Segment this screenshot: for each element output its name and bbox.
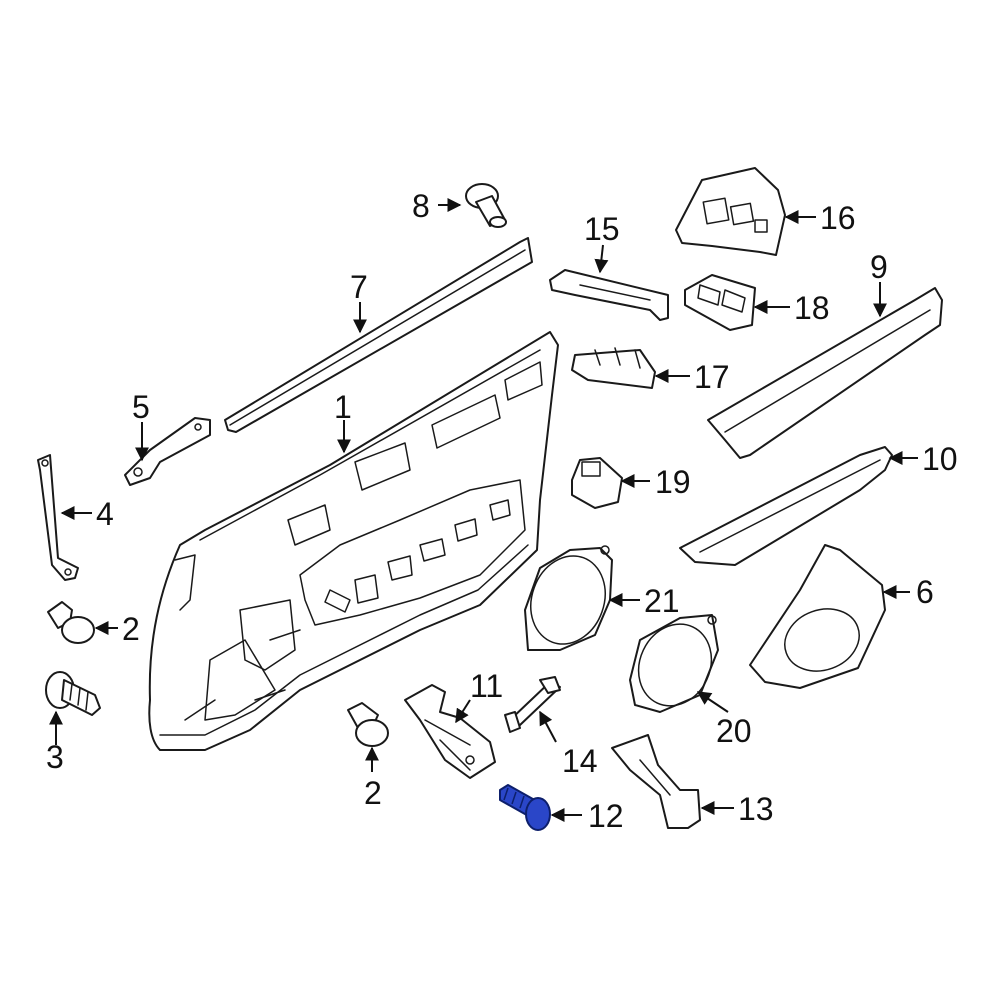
part-10-armrest-garnish[interactable] [679, 446, 893, 566]
callout-12: 12 [588, 798, 624, 834]
callout-11: 11 [470, 668, 503, 704]
callout-18: 18 [794, 290, 830, 326]
callout-16: 16 [820, 200, 856, 236]
part-18-switch[interactable] [684, 274, 756, 331]
callout-3: 3 [46, 739, 64, 775]
part-4-rod[interactable] [37, 454, 79, 581]
part-15-switch-bezel[interactable] [549, 269, 669, 321]
part-16-switch-panel[interactable] [675, 167, 786, 256]
part-13-bracket[interactable] [611, 734, 701, 829]
part-19-switch[interactable] [571, 457, 623, 509]
leader-14 [539, 710, 557, 743]
part-17-switch[interactable] [571, 347, 656, 389]
callout-labels: 1 2 2 3 4 5 6 7 8 9 10 11 12 13 14 15 16… [46, 188, 958, 834]
leader-lines [49, 198, 918, 822]
callout-8: 8 [412, 188, 430, 224]
callout-19: 19 [655, 464, 691, 500]
part-9-garnish[interactable] [707, 287, 943, 459]
leader-15 [594, 244, 609, 274]
part-12-screw-highlighted[interactable] [499, 784, 551, 831]
callout-13: 13 [738, 791, 774, 827]
part-1-door-trim-panel[interactable] [148, 331, 559, 751]
part-8-clip[interactable] [465, 183, 507, 228]
part-20-speaker-ring[interactable] [626, 612, 725, 718]
callout-15: 15 [584, 211, 620, 247]
part-11-bracket[interactable] [404, 684, 496, 779]
callout-6: 6 [916, 574, 934, 610]
part-5-bracket[interactable] [124, 417, 211, 486]
callout-5: 5 [132, 389, 150, 425]
callout-10: 10 [922, 441, 958, 477]
callout-21: 21 [644, 583, 680, 619]
callout-14: 14 [562, 743, 598, 779]
part-6-speaker-grille[interactable] [749, 544, 886, 689]
part-2-clip-bottom[interactable] [347, 702, 389, 747]
callout-2a: 2 [122, 611, 140, 647]
callout-2b: 2 [364, 775, 382, 811]
part-2-clip-left[interactable] [47, 601, 95, 644]
callout-20: 20 [716, 713, 752, 749]
callout-1: 1 [334, 389, 352, 425]
part-3-screw-clip[interactable] [45, 671, 101, 716]
callout-17: 17 [694, 359, 730, 395]
leader-20 [696, 691, 729, 713]
part-21-speaker-ring[interactable] [519, 545, 617, 654]
part-14-pull-handle[interactable] [504, 676, 561, 733]
callout-7: 7 [350, 269, 368, 305]
leader-11 [455, 699, 471, 724]
callout-4: 4 [96, 496, 114, 532]
part-7-weatherstrip[interactable] [224, 237, 533, 433]
callout-9: 9 [870, 249, 888, 285]
